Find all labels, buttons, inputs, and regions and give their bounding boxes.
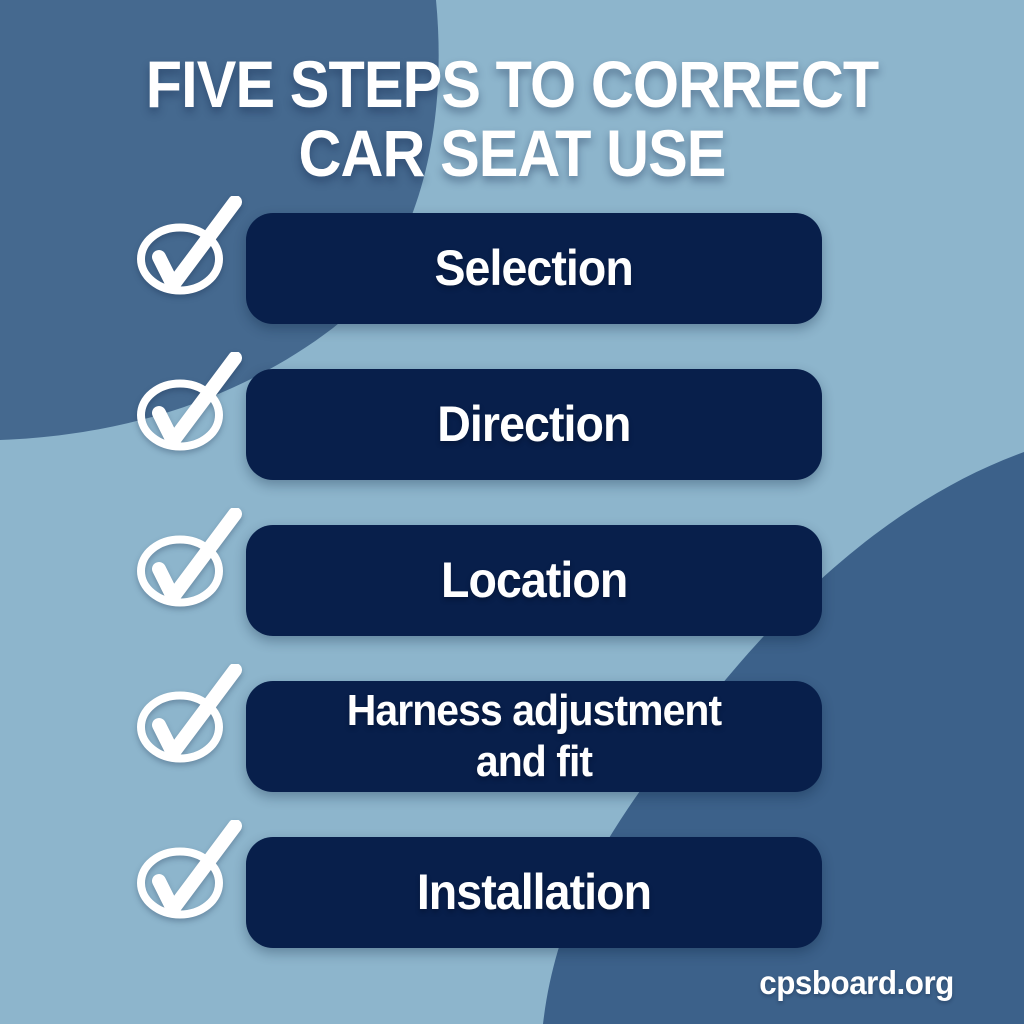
step-row-direction: Direction	[0, 352, 1024, 480]
check-circle-icon	[137, 508, 242, 607]
step-label: Harness adjustment and fit	[346, 685, 722, 786]
step-row-location: Location	[0, 508, 1024, 636]
page-title: FIVE STEPS TO CORRECT CAR SEAT USE	[51, 50, 973, 188]
step-row-installation: Installation	[0, 820, 1024, 948]
website-url: cpsboard.org	[759, 964, 954, 1001]
step-pill: Location	[246, 525, 822, 636]
step-label: Selection	[434, 239, 634, 296]
step-pill: Direction	[246, 369, 822, 480]
title-line1: FIVE STEPS TO CORRECT	[145, 47, 879, 121]
check-circle-icon	[137, 352, 242, 451]
title-line2: CAR SEAT USE	[298, 115, 726, 190]
step-row-selection: Selection	[0, 196, 1024, 324]
step-label: Installation	[416, 863, 652, 920]
check-circle-icon	[137, 820, 242, 919]
step-label: Location	[440, 551, 628, 608]
step-pill: Installation	[246, 837, 822, 948]
step-label: Direction	[437, 395, 631, 452]
step-pill: Harness adjustment and fit	[246, 681, 822, 792]
check-circle-icon	[137, 664, 242, 763]
step-row-harness: Harness adjustment and fit	[0, 664, 1024, 792]
step-pill: Selection	[246, 213, 822, 324]
check-circle-icon	[137, 196, 242, 295]
